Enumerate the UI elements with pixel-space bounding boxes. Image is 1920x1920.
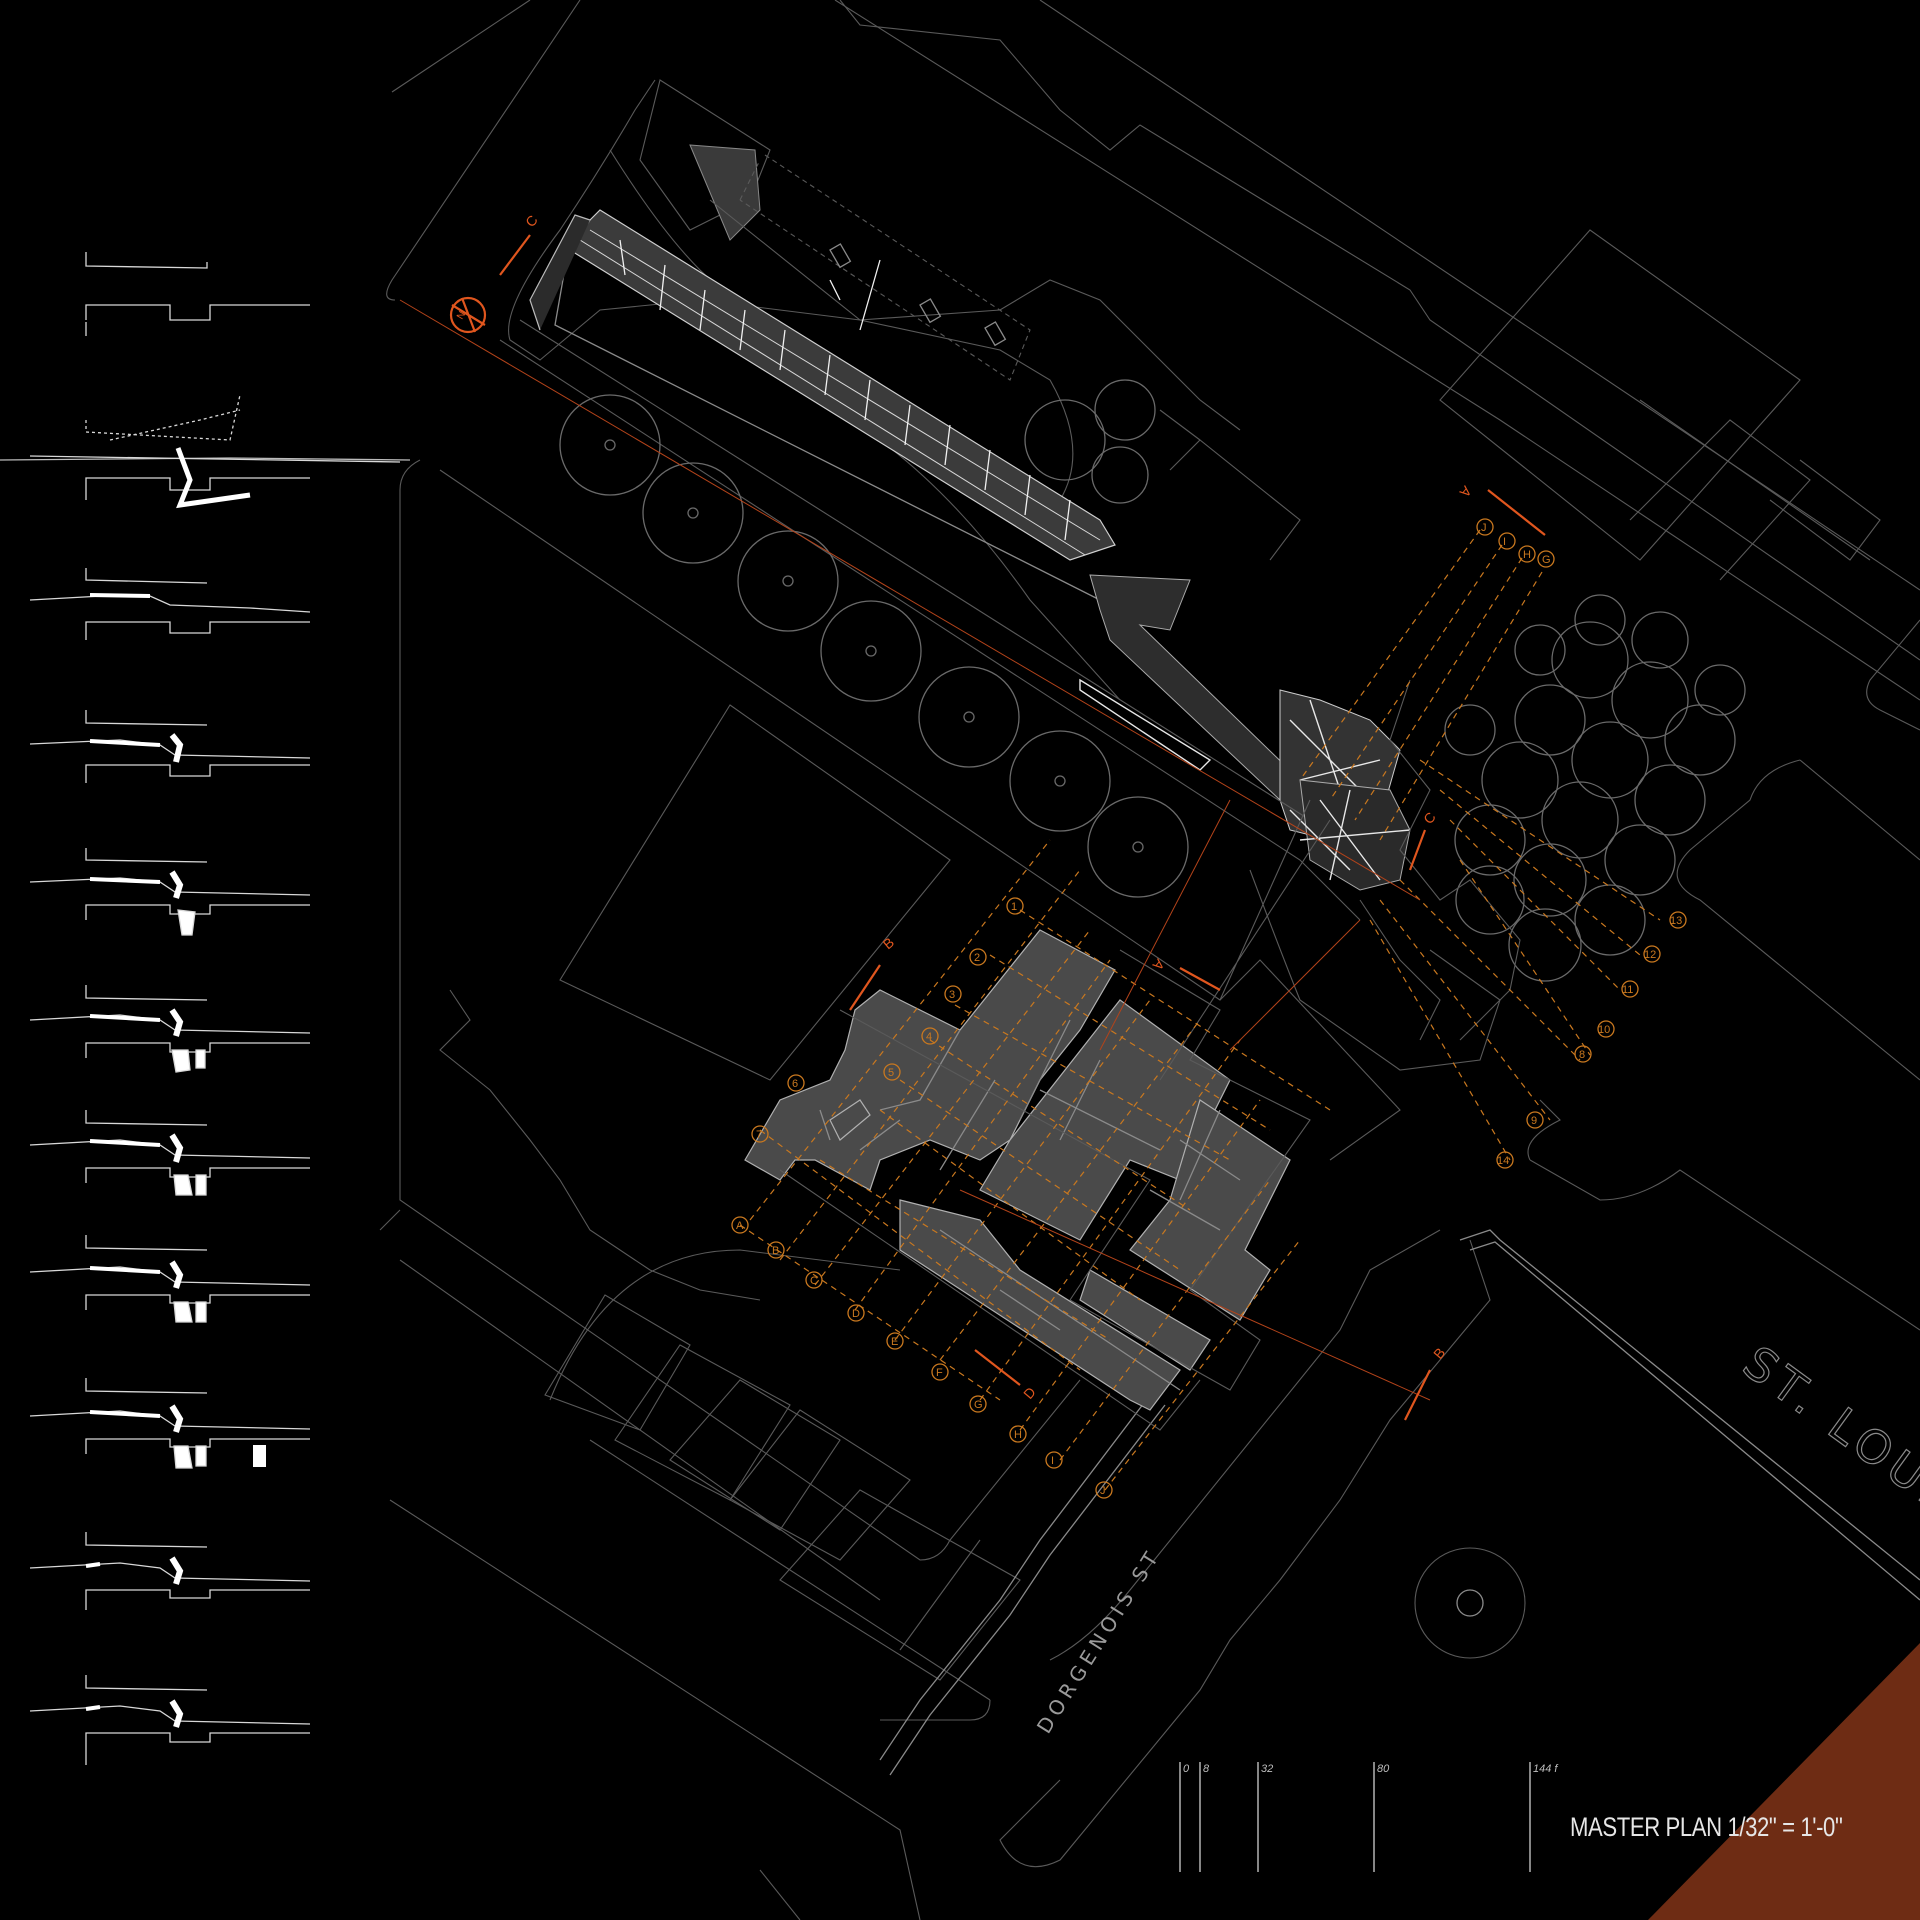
north-arrow-label: N bbox=[455, 310, 468, 322]
grid-label-col-g: G bbox=[1542, 554, 1551, 566]
section-strips bbox=[0, 252, 411, 1765]
scale-bar: 0 8 32 80 144 f bbox=[1179, 1762, 1558, 1872]
grid-label-5: 5 bbox=[888, 1067, 894, 1079]
section-label-c-2: C bbox=[1420, 809, 1439, 827]
grid-label-14: 14 bbox=[1497, 1155, 1509, 1167]
grid-label-col-j: J bbox=[1481, 522, 1487, 534]
section-strip-11 bbox=[29, 1675, 311, 1765]
grid-label-13: 13 bbox=[1670, 915, 1682, 927]
section-strip-9 bbox=[29, 1378, 311, 1469]
section-label-b-2: B bbox=[1430, 1344, 1448, 1361]
street-labels: ST. LOUIS DORGENOIS ST bbox=[1032, 1335, 1920, 1738]
section-strip-4 bbox=[29, 710, 311, 783]
grid-label-e: E bbox=[891, 1336, 898, 1348]
grid-label-1: 1 bbox=[1011, 901, 1017, 913]
street-trees bbox=[559, 379, 1746, 982]
grid-label-11: 11 bbox=[1622, 984, 1633, 996]
section-strip-1 bbox=[85, 252, 310, 336]
drawing-title: MASTER PLAN 1/32" = 1'-0" bbox=[1570, 1812, 1843, 1842]
corner-accent-block bbox=[1648, 1643, 1920, 1920]
section-label-b-1: B bbox=[880, 934, 897, 952]
section-strip-10 bbox=[29, 1532, 311, 1610]
grid-label-4: 4 bbox=[926, 1031, 932, 1043]
grid-label-a: A bbox=[736, 1220, 744, 1232]
section-strip-8 bbox=[29, 1235, 311, 1323]
grid-bubbles bbox=[731, 518, 1687, 1499]
section-strip-2 bbox=[0, 394, 411, 509]
grid-letter-labels: A B C D E F G H I J 1 2 3 4 5 6 7 8 9 10… bbox=[736, 522, 1682, 1497]
section-label-c-1: C bbox=[522, 212, 541, 230]
scale-label-32: 32 bbox=[1261, 1763, 1273, 1775]
grid-label-7: 7 bbox=[756, 1129, 762, 1141]
scale-label-8: 8 bbox=[1203, 1763, 1210, 1775]
structural-grid bbox=[399, 299, 1661, 1491]
section-strip-7 bbox=[29, 1110, 311, 1196]
section-label-d: D bbox=[1020, 1384, 1039, 1402]
grid-label-g: G bbox=[974, 1399, 983, 1411]
building-footprints bbox=[744, 929, 1311, 1431]
junction-pavilion bbox=[1159, 679, 1521, 1081]
section-label-a-2: A bbox=[1149, 956, 1168, 974]
grid-label-12: 12 bbox=[1644, 949, 1656, 961]
scale-label-80: 80 bbox=[1377, 1763, 1390, 1775]
context-linework bbox=[379, 0, 1920, 1920]
grid-label-d: D bbox=[852, 1308, 860, 1320]
grid-label-3: 3 bbox=[949, 989, 955, 1001]
grid-label-b: B bbox=[772, 1245, 779, 1257]
grid-label-col-h: H bbox=[1523, 549, 1531, 561]
scale-label-144: 144 f bbox=[1533, 1763, 1558, 1775]
grid-label-6: 6 bbox=[792, 1078, 798, 1090]
section-markers: C C A A B B D N bbox=[449, 212, 1546, 1421]
grid-label-i: I bbox=[1051, 1455, 1054, 1467]
section-strip-3 bbox=[29, 568, 311, 640]
scale-label-0: 0 bbox=[1183, 1763, 1190, 1775]
grid-label-9: 9 bbox=[1531, 1115, 1537, 1127]
section-label-a-1: A bbox=[1456, 483, 1475, 501]
grid-label-col-i: I bbox=[1503, 536, 1506, 548]
linear-canopy-structure bbox=[499, 79, 1401, 921]
grid-label-h: H bbox=[1014, 1429, 1022, 1441]
grid-label-c: C bbox=[810, 1275, 818, 1287]
grid-label-2: 2 bbox=[974, 952, 980, 964]
street-label-st-louis: ST. LOUIS bbox=[1734, 1335, 1920, 1538]
grid-label-10: 10 bbox=[1598, 1024, 1610, 1036]
grid-label-8: 8 bbox=[1579, 1049, 1585, 1061]
section-strip-5 bbox=[29, 848, 311, 936]
street-label-dorgenois: DORGENOIS ST bbox=[1032, 1544, 1166, 1738]
grid-label-j: J bbox=[1100, 1485, 1106, 1497]
section-strip-6 bbox=[29, 985, 311, 1073]
grid-label-f: F bbox=[936, 1367, 943, 1379]
